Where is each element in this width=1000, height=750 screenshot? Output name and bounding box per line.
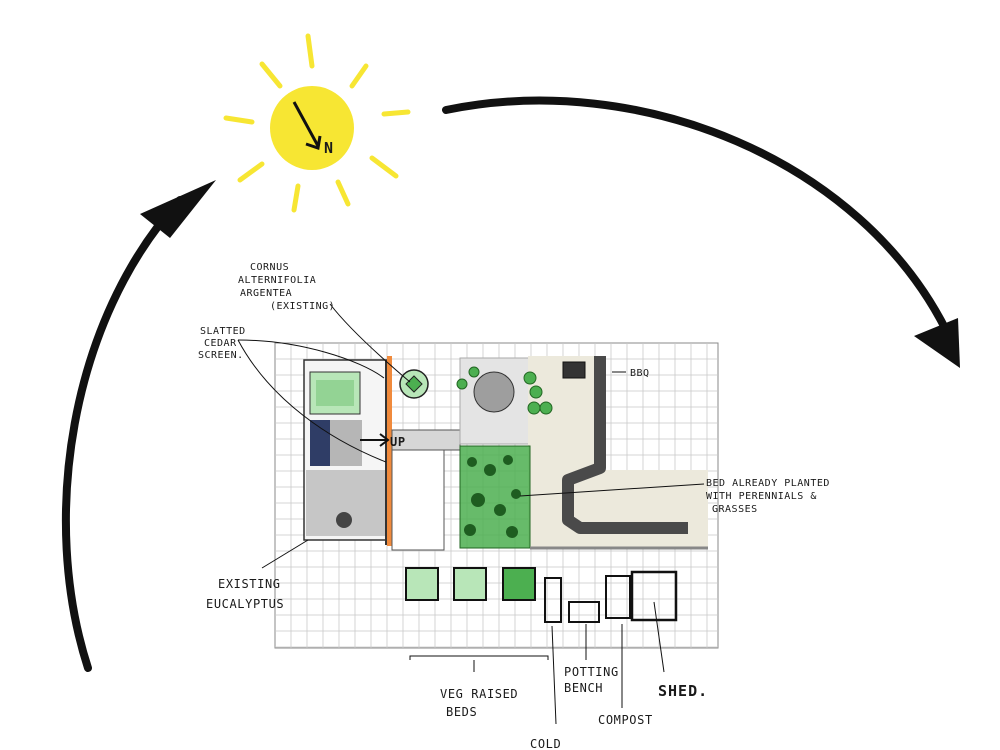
svg-text:ALTERNIFOLIA: ALTERNIFOLIA [238, 275, 316, 286]
label-slatted-screen: SLATTED CEDAR SCREEN. [198, 326, 246, 361]
chair-icon [336, 512, 352, 528]
svg-text:SLATTED: SLATTED [200, 326, 246, 337]
label-eucalyptus: EXISTING EUCALYPTUS [206, 577, 284, 611]
label-bbq: BBQ [630, 368, 650, 379]
bbq-icon [562, 361, 586, 379]
north-label: N [324, 139, 334, 157]
svg-text:VEG RAISED: VEG RAISED [440, 687, 518, 701]
label-planted-bed: BED ALREADY PLANTED WITH PERENNIALS & GR… [706, 478, 830, 515]
sun-icon [223, 33, 411, 213]
svg-text:BENCH: BENCH [564, 681, 603, 695]
label-veg-beds: VEG RAISED BEDS [440, 687, 518, 719]
retaining-wall [562, 356, 688, 534]
cold-frame [544, 577, 562, 623]
table-icon [473, 371, 515, 413]
svg-text:EXISTING: EXISTING [218, 577, 281, 591]
svg-text:GRASSES: GRASSES [712, 504, 758, 515]
outbuildings [544, 570, 678, 623]
svg-text:BED ALREADY PLANTED: BED ALREADY PLANTED [706, 478, 830, 489]
svg-text:POTTING: POTTING [564, 665, 619, 679]
label-cornus: CORNUS ALTERNIFOLIA ARGENTEA (EXISTING) [238, 262, 335, 312]
path-steps [360, 429, 461, 551]
slatted-cedar-screen [387, 356, 392, 546]
svg-text:BEDS: BEDS [446, 705, 477, 719]
svg-text:CORNUS: CORNUS [250, 262, 289, 273]
svg-text:CEDAR: CEDAR [204, 338, 237, 349]
label-cold: COLD [530, 737, 561, 750]
svg-text:SCREEN.: SCREEN. [198, 350, 244, 361]
svg-text:ARGENTEA: ARGENTEA [240, 288, 292, 299]
compost-bin [605, 575, 631, 619]
sun-path-right-arrow [442, 96, 960, 368]
svg-text:(EXISTING): (EXISTING) [270, 301, 335, 312]
north-arrow-icon [292, 101, 322, 150]
label-potting-bench: POTTING BENCH [564, 665, 619, 695]
planted-bed [459, 445, 531, 549]
up-label: UP [390, 435, 406, 449]
veg-raised-beds [405, 567, 536, 601]
label-compost: COMPOST [598, 713, 653, 727]
svg-text:WITH PERENNIALS &: WITH PERENNIALS & [706, 491, 817, 502]
potting-bench [568, 601, 600, 623]
sun-path-left-arrow [61, 180, 216, 672]
leader-lines [237, 303, 705, 725]
cornus-tree-icon [399, 369, 429, 399]
svg-text:EUCALYPTUS: EUCALYPTUS [206, 597, 284, 611]
deck-area [303, 359, 391, 545]
shed [630, 570, 678, 622]
label-shed: SHED. [658, 682, 708, 700]
